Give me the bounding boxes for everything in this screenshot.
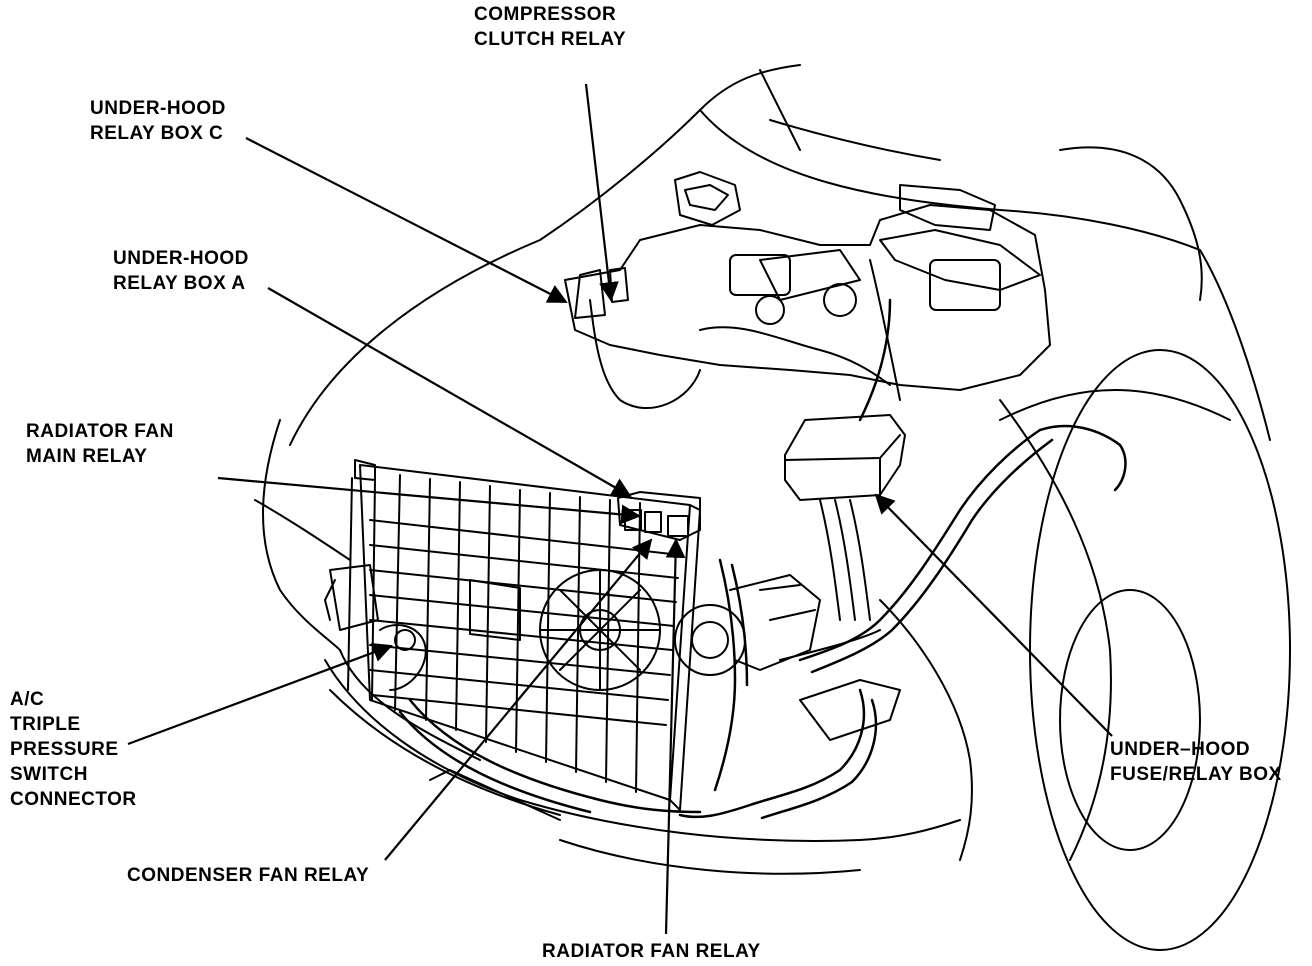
leader-lines [127,83,1113,935]
leader-ac-triple-pressure-switch [127,642,393,746]
compressor-drawing [674,574,901,741]
label-ac-triple-pressure-switch-connector: A/C TRIPLE PRESSURE SWITCH CONNECTOR [10,689,137,810]
wire-harness [398,298,1127,820]
label-condenser-fan-relay: CONDENSER FAN RELAY [127,865,370,886]
label-under-hood-relay-box-a: UNDER-HOOD RELAY BOX A [113,248,249,294]
leader-condenser-fan-relay [384,538,653,861]
hvac-housing [564,171,1051,410]
label-under-hood-fuse-relay-box: UNDER–HOOD FUSE/RELAY BOX [1110,739,1282,785]
label-radiator-fan-main-relay: RADIATOR FAN MAIN RELAY [26,421,174,467]
leader-fuse-relay-box [874,493,1113,737]
leader-radiator-fan-main-relay [217,476,641,525]
leader-relay-box-c [245,137,568,303]
leader-relay-box-a [267,287,632,497]
label-under-hood-relay-box-c: UNDER-HOOD RELAY BOX C [90,98,226,144]
label-compressor-clutch-relay: COMPRESSOR CLUTCH RELAY [474,4,627,50]
label-radiator-fan-relay: RADIATOR FAN RELAY [542,941,761,962]
leader-compressor-clutch-relay [584,83,619,302]
ac-switch-drawing [324,564,481,761]
leader-radiator-fan-relay [664,538,686,935]
fuse-relay-box-drawing [784,414,906,621]
car-body-outline [254,64,1291,951]
